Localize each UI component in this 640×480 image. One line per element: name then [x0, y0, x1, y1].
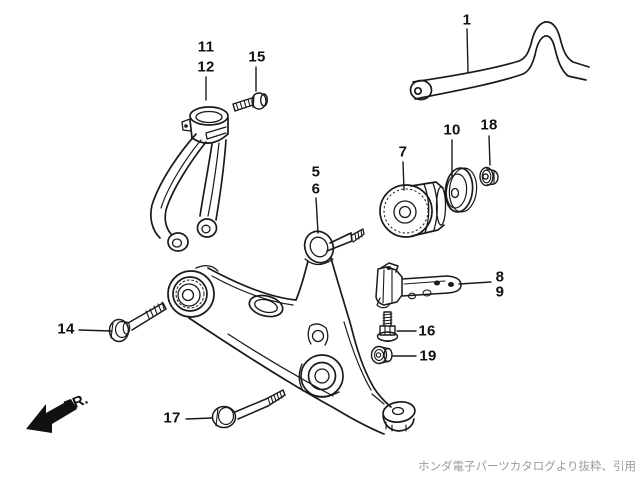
callout-6: 6: [311, 180, 321, 198]
rear-arm-bolt: [211, 389, 286, 429]
callout-14: 14: [57, 320, 75, 338]
leader-17: [185, 417, 213, 420]
stabilizer-bracket: [375, 262, 462, 309]
bushing-washer: [444, 167, 478, 213]
leader-5-6: [315, 197, 319, 234]
flange-nut: [370, 345, 393, 365]
leader-1: [466, 28, 469, 73]
callout-8: 8: [495, 268, 505, 286]
callout-12: 12: [197, 58, 215, 76]
leader-8-9: [458, 281, 492, 285]
callout-18: 18: [480, 116, 498, 134]
stabilizer-bar: [409, 21, 590, 101]
callout-17: 17: [163, 409, 181, 427]
callout-9: 9: [495, 283, 505, 301]
leader-14: [78, 329, 112, 332]
lower-control-arm: [167, 228, 416, 435]
callout-11: 11: [197, 38, 215, 56]
callout-15: 15: [248, 48, 266, 66]
callout-1: 1: [462, 11, 472, 29]
leader-18: [488, 135, 491, 166]
callout-7: 7: [398, 143, 408, 161]
fork-pinch-bolt: [232, 92, 269, 112]
callout-16: 16: [418, 322, 436, 340]
damper-fork: [150, 106, 229, 252]
self-lock-nut: [479, 166, 499, 187]
callout-19: 19: [419, 347, 437, 365]
arm-bushing: [379, 181, 447, 238]
leader-lines: [78, 28, 492, 420]
bracket-bolt: [376, 311, 399, 343]
callout-5: 5: [311, 163, 321, 181]
fr-direction-arrow: [26, 399, 77, 433]
callout-10: 10: [443, 121, 461, 139]
front-arm-bolt: [108, 301, 167, 343]
catalog-attribution-caption: ホンダ電子パーツカタログより抜粋、引用: [417, 461, 636, 473]
